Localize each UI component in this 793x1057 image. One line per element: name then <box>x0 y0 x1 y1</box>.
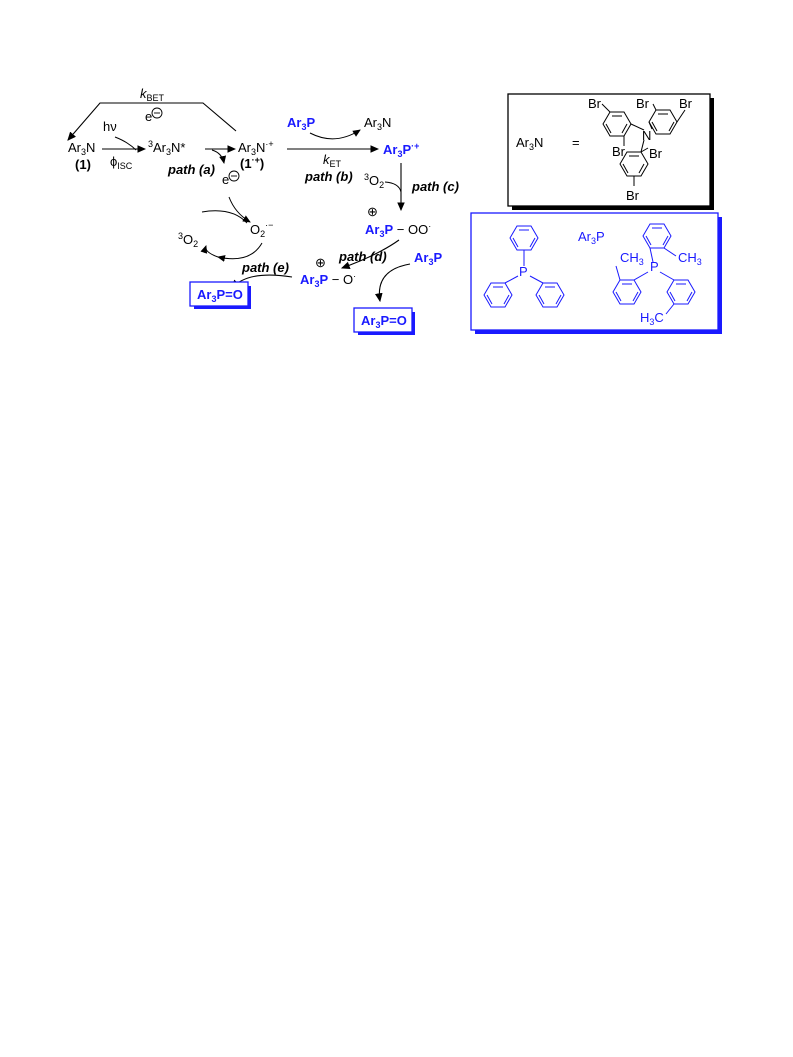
product-left-text: Ar3P=O <box>197 287 243 304</box>
triplet-oxygen-c: 3O2 <box>364 172 384 190</box>
phosphorus-atom: P <box>519 264 528 279</box>
br-atom: Br <box>588 96 602 111</box>
path-c-label: path (c) <box>411 179 459 194</box>
superoxide: O2·− <box>250 220 273 239</box>
compound-1-label: (1) <box>75 157 91 172</box>
triplet-oxygen-e: 3O2 <box>178 231 198 249</box>
ar3p-reagent-d: Ar3P <box>414 250 442 267</box>
product-box-right: Ar3P=O <box>353 307 415 335</box>
peroxy-radical: Ar3P − OO· <box>365 221 431 239</box>
amine-legend-equals: = <box>572 135 580 150</box>
product-right-text: Ar3P=O <box>361 313 407 330</box>
ar3n-regenerated: Ar3N <box>364 115 391 132</box>
amine-legend-box: Ar3N = N <box>507 93 714 210</box>
triplet-amine: 3Ar3N* <box>148 139 185 157</box>
electron-released: e <box>222 172 229 187</box>
methyl-group-bottom: H3C <box>640 310 664 327</box>
methyl-group-top: CH3 <box>678 250 702 267</box>
product-box-left: Ar3P=O <box>189 281 251 309</box>
ar3n-start: Ar3N <box>68 140 95 157</box>
nitrogen-atom: N <box>642 128 651 143</box>
phosphine-legend-title: Ar3P <box>578 229 605 246</box>
path-d-arrow <box>340 239 400 270</box>
br-atom: Br <box>679 96 693 111</box>
path-d-product-arrow <box>374 263 411 303</box>
kbet-label: k <box>140 86 148 101</box>
methyl-group-left: CH3 <box>620 250 644 267</box>
tri-o-tolylphosphine-structure <box>612 223 696 315</box>
path-a-label: path (a) <box>167 162 215 177</box>
triphenylphosphine-structure <box>483 225 565 308</box>
path-d-label: path (d) <box>338 249 387 264</box>
phosphine-legend-box: Ar3P P <box>470 212 722 334</box>
br-atom: Br <box>612 144 626 159</box>
back-electron-transfer-arrow <box>67 102 237 141</box>
peroxy-plus: ⊕ <box>367 204 378 219</box>
tribromophenylamine-structure <box>601 103 686 186</box>
br-atom: Br <box>636 96 650 111</box>
amine-radical-cation: Ar3N·+ <box>238 139 274 157</box>
path-b-label: path (b) <box>304 169 353 184</box>
hv-label: hν <box>103 119 117 134</box>
svg-text:kBET: kBET <box>140 86 165 103</box>
phosphorus-atom: P <box>650 259 659 274</box>
electron-back: e <box>145 109 152 124</box>
phi-isc-label: ϕISC <box>110 154 133 171</box>
path-e-label: path (e) <box>241 260 289 275</box>
oxy-radical: Ar3P − O· <box>300 271 356 289</box>
ket-label: kET <box>323 152 342 169</box>
ar3p-reagent: Ar3P <box>287 115 315 132</box>
amine-legend-lhs: Ar3N <box>516 135 543 152</box>
br-atom: Br <box>626 188 640 203</box>
br-atom: Br <box>649 146 663 161</box>
phosphine-radical-cation: Ar3P·+ <box>383 141 419 159</box>
minus-charge-icon <box>228 170 240 182</box>
oxy-plus: ⊕ <box>315 255 326 270</box>
compound-1-radical-label: (1·+) <box>240 155 264 171</box>
minus-charge-icon <box>151 107 163 119</box>
